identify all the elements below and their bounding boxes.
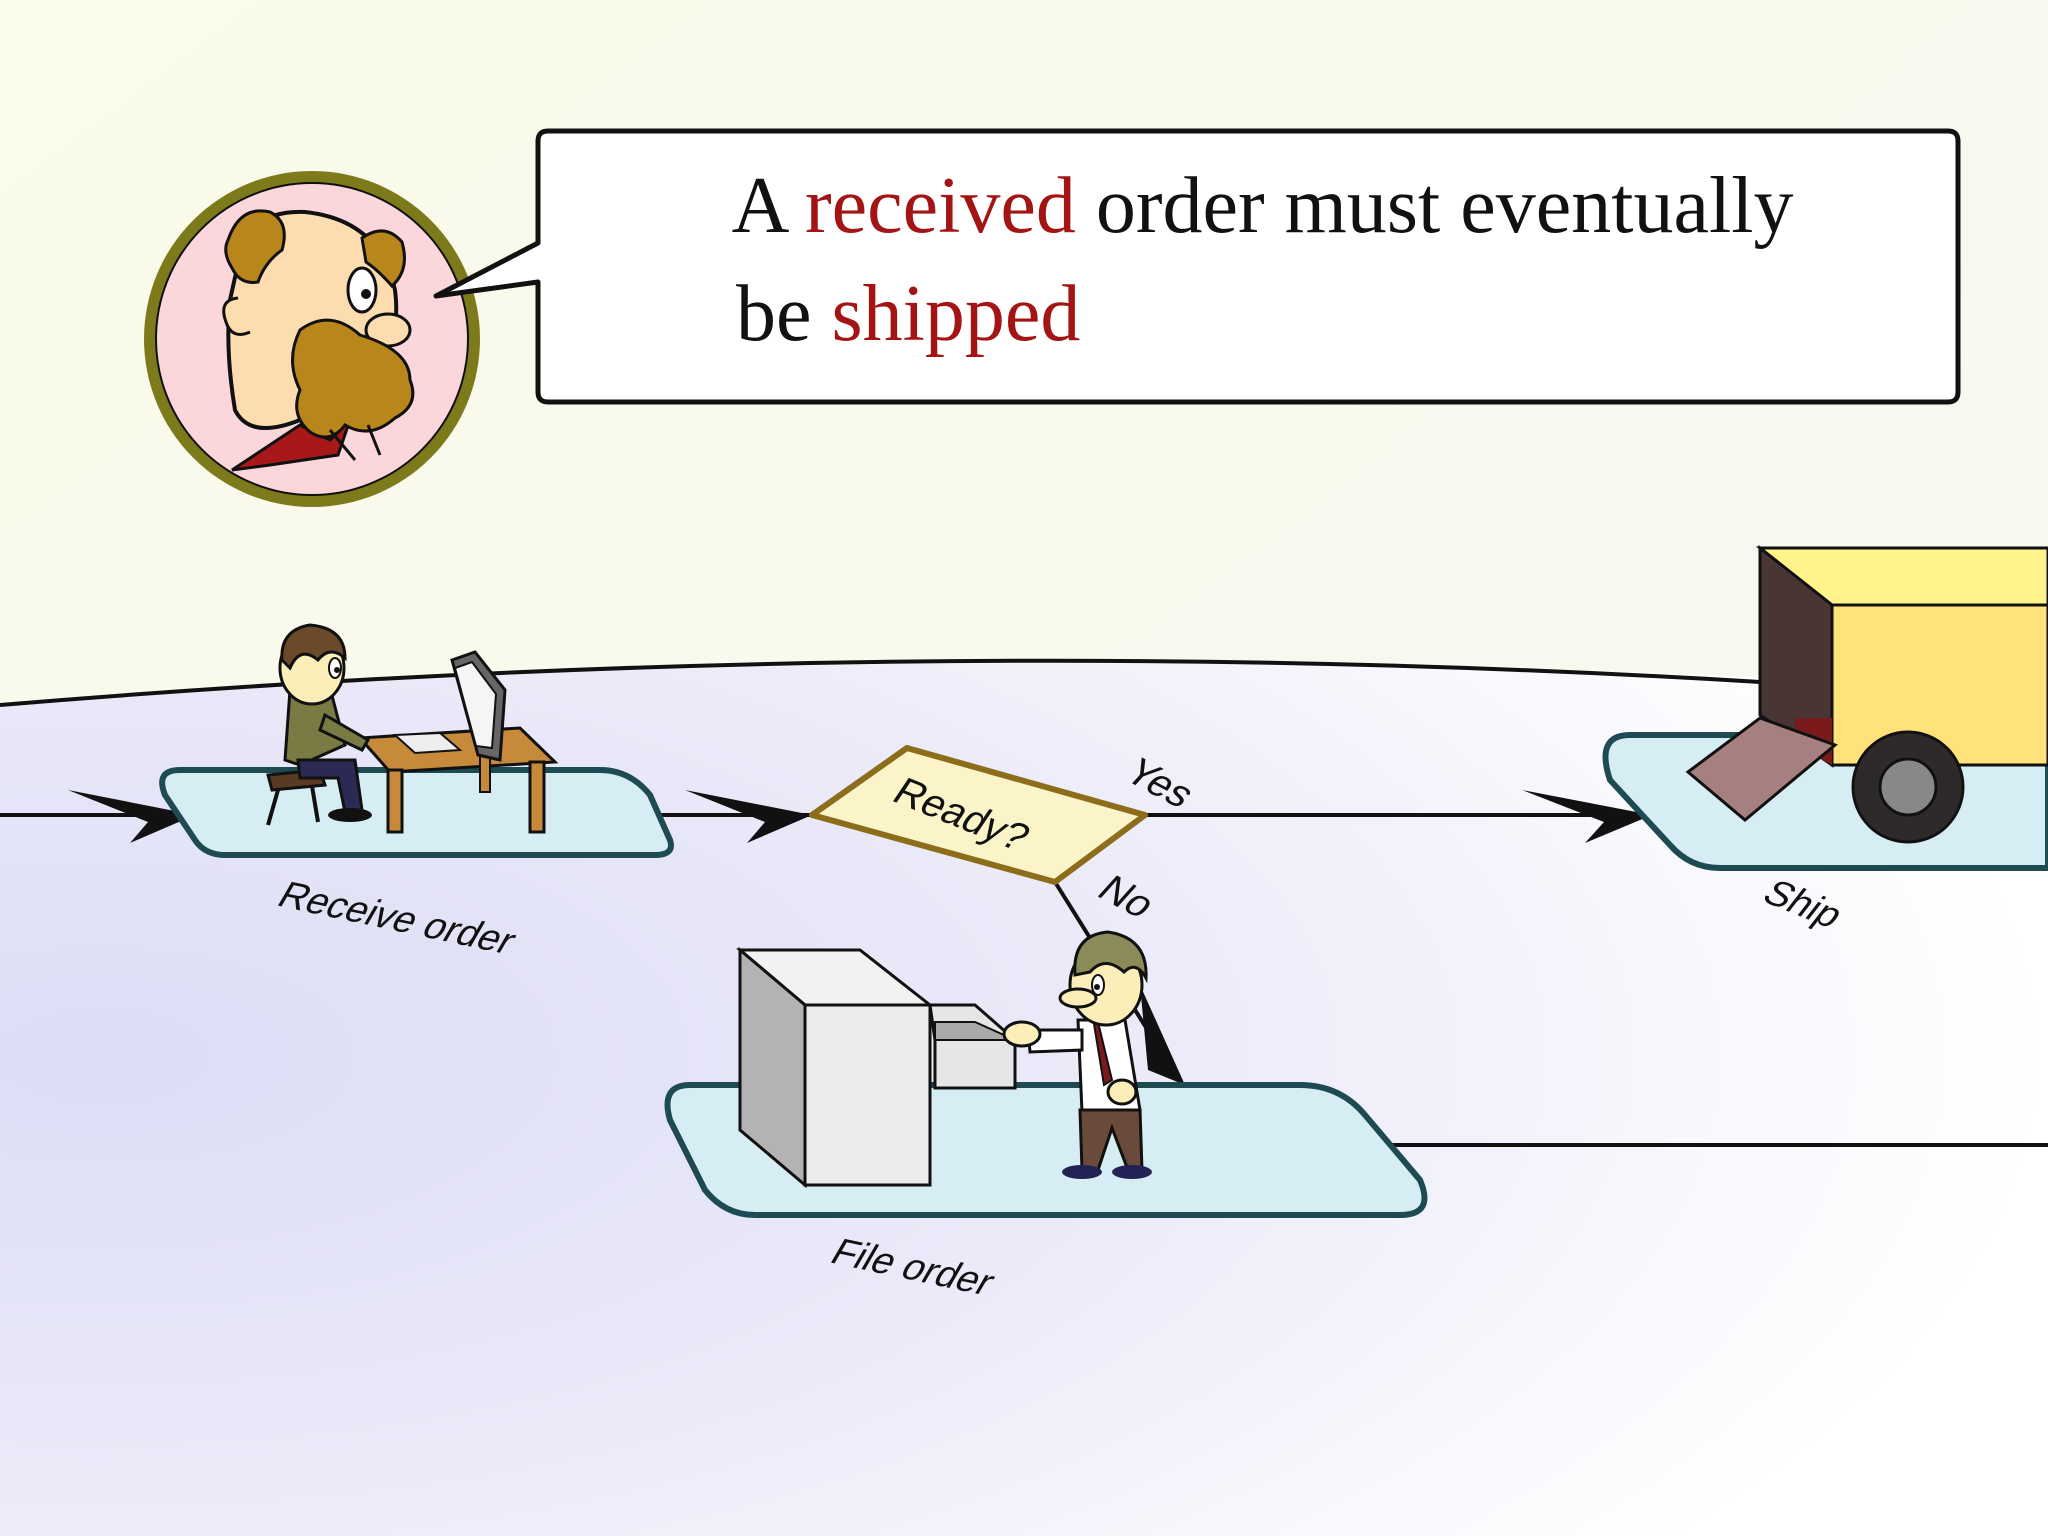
- arrowhead-decision: [685, 790, 812, 843]
- speech-line-1: A received order must eventually: [596, 162, 1893, 250]
- bearded-professor-icon: [222, 209, 415, 472]
- arrowhead-ship: [1522, 790, 1652, 843]
- person-at-filing-cabinet-icon: [735, 930, 1152, 1189]
- step-receive-order: Receive order: [159, 623, 674, 962]
- arrowhead-start: [68, 790, 195, 843]
- delivery-truck-icon: [1685, 544, 2048, 844]
- person-at-computer-icon: [266, 623, 559, 834]
- speech-bubble: A received order must eventually be ship…: [433, 128, 1961, 405]
- speech-line-1-start: A: [732, 162, 805, 250]
- step-ship: Ship: [1602, 544, 2048, 936]
- speaker-avatar: [144, 171, 480, 507]
- speech-highlight-received: received: [805, 162, 1076, 250]
- arrowhead-file: [1140, 985, 1185, 1085]
- receive-platform: [159, 767, 674, 858]
- step-file-order: File order: [664, 930, 1428, 1303]
- speech-highlight-shipped: shipped: [832, 270, 1081, 358]
- horizon-line: [0, 658, 1761, 707]
- speech-bubble-shape: [433, 128, 1961, 405]
- decision-diamond: [809, 745, 1148, 885]
- speech-line-1-end: order must eventually: [1076, 162, 1794, 250]
- arrowheads: [68, 790, 1652, 1085]
- speech-line-2-start: be: [736, 270, 832, 358]
- speech-line-2: be shipped: [596, 270, 1180, 358]
